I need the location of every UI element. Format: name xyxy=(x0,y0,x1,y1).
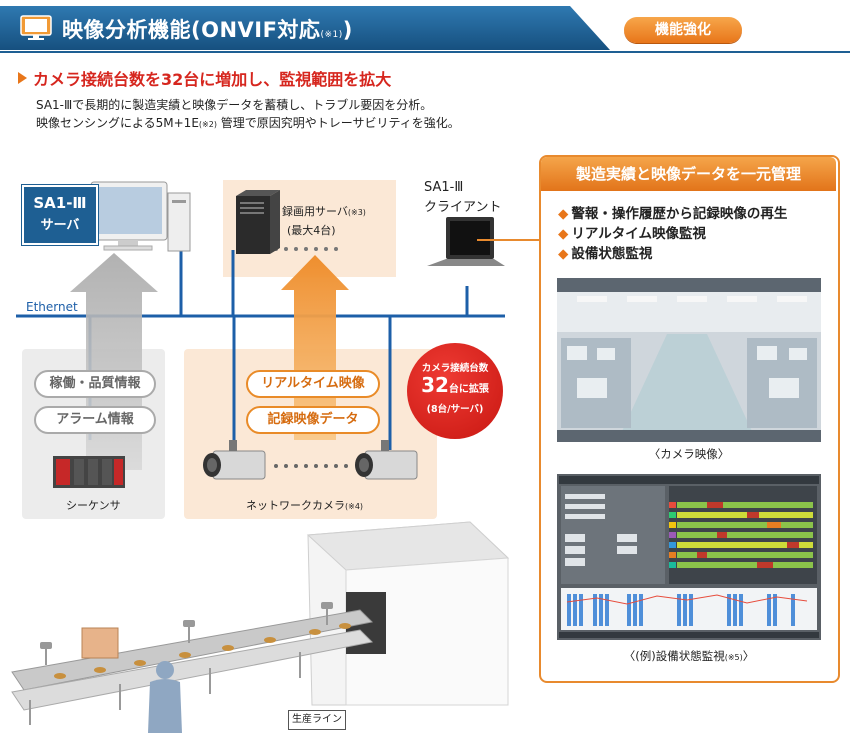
camera-video-caption: 〈カメラ映像〉 xyxy=(648,447,730,461)
recording-server-tower xyxy=(236,190,280,254)
network-camera-label: ネットワークカメラ(※4) xyxy=(246,499,364,512)
panel-item-3: ◆設備状態監視 xyxy=(558,246,653,262)
panel-item-1: ◆警報・操作履歴から記録映像の再生 xyxy=(558,206,788,222)
production-enclosure xyxy=(306,521,510,706)
diamond-bullet-icon: ◆ xyxy=(558,206,569,222)
camera-expansion-badge: カメラ接続台数 32台に拡張 (8台/サーバ) xyxy=(407,343,503,439)
server-label: SA1-Ⅲ サーバ xyxy=(22,185,98,245)
conveyor xyxy=(11,609,374,725)
recording-server-max: (最大4台) xyxy=(287,224,336,237)
client-label-1: SA1-Ⅲ xyxy=(424,180,464,195)
production-line-label: 生産ライン xyxy=(288,710,346,730)
recorded-video-pill: 記録映像データ xyxy=(246,406,380,434)
worker-figure xyxy=(148,661,182,733)
inspection-unit xyxy=(81,627,119,659)
client-laptop xyxy=(427,217,540,266)
description-line-2: 映像センシングによる5M+1E(※2) 管理で原因究明やトレーサビリティを強化。 xyxy=(36,116,460,130)
triangle-bullet-icon xyxy=(18,72,27,84)
line-cameras xyxy=(40,602,333,665)
operation-quality-pill: 稼働・品質情報 xyxy=(34,370,156,398)
panel-item-2: ◆リアルタイム映像監視 xyxy=(558,226,706,242)
sequencer-device xyxy=(53,456,125,488)
feature-enhanced-badge: 機能強化 xyxy=(624,17,742,43)
monitor-icon xyxy=(20,15,52,41)
alarm-info-pill: アラーム情報 xyxy=(34,406,156,434)
diamond-bullet-icon: ◆ xyxy=(558,246,569,262)
equipment-monitor-caption: 〈(例)設備状態監視(※5)〉 xyxy=(623,649,755,663)
subheading: カメラ接続台数を32台に増加し、監視範囲を拡大 xyxy=(18,66,391,90)
client-label-2: クライアント xyxy=(424,200,502,215)
recording-server-label: 録画用サーバ(※3) xyxy=(282,205,366,218)
network-camera-1 xyxy=(203,440,266,480)
ethernet-label: Ethernet xyxy=(26,300,78,314)
camera-video-image xyxy=(557,278,821,442)
server-pc xyxy=(90,181,191,252)
diamond-bullet-icon: ◆ xyxy=(558,226,569,242)
network-camera-2 xyxy=(355,440,418,480)
page-title: 映像分析機能(ONVIF対応(※1)) xyxy=(62,18,353,42)
header-bar xyxy=(0,6,850,53)
sequencer-label: シーケンサ xyxy=(66,499,121,512)
panel-title: 製造実績と映像データを一元管理 xyxy=(541,157,836,191)
description-line-1: SA1-Ⅲで長期的に製造実績と映像データを蓄積し、トラブル要因を分析。 xyxy=(36,98,433,112)
realtime-video-pill: リアルタイム映像 xyxy=(246,370,380,398)
equipment-monitor-image xyxy=(557,474,821,640)
